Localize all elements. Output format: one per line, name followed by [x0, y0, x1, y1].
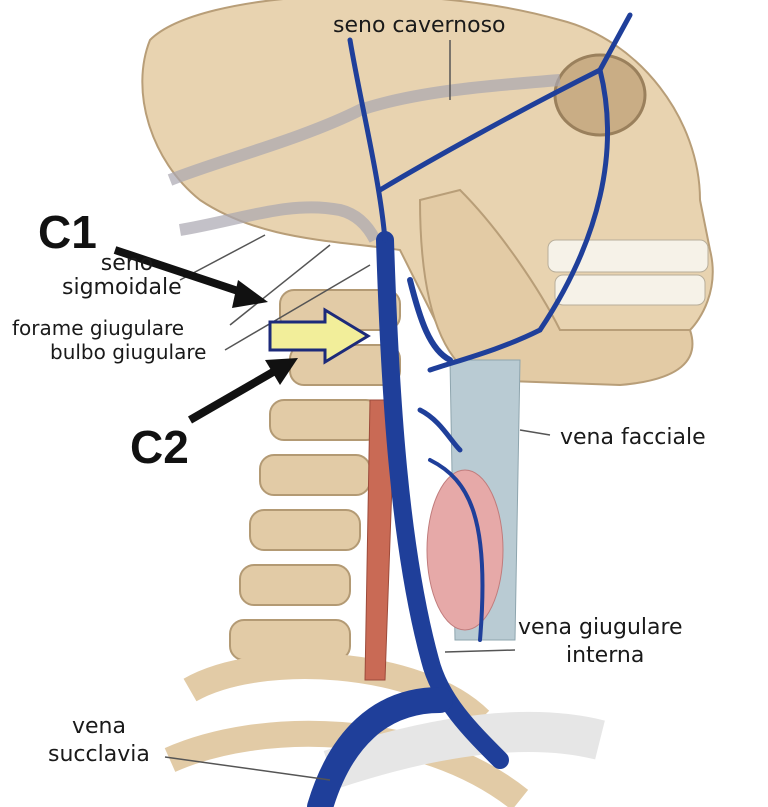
label-bulbo-giugulare: bulbo giugulare: [50, 340, 207, 364]
c2-arrow: [187, 358, 298, 424]
teeth: [547, 239, 709, 306]
dural-sinus: [167, 74, 561, 186]
label-seno-sigmoidale-1: seno: [100, 251, 154, 276]
bulbo-arrow: [268, 307, 371, 365]
label-vena-facciale: vena facciale: [560, 425, 706, 450]
cervical-spine: [229, 289, 401, 661]
veins: [307, 12, 633, 807]
label-seno-cavernoso: seno cavernoso: [333, 13, 506, 38]
label-vena-succlavia-2: succlavia: [48, 742, 150, 767]
sigmoid-sinus: [179, 201, 381, 243]
label-forame-giugulare: forame giugulare: [12, 316, 185, 340]
label-vena-succlavia-1: vena: [72, 714, 126, 739]
label-c2: C2: [130, 421, 189, 473]
label-seno-sigmoidale-2: sigmoidale: [62, 275, 182, 300]
mandible: [418, 188, 694, 387]
c1-arrow: [113, 246, 268, 308]
label-vena-giugulare-1: vena giugulare: [518, 615, 683, 640]
label-c1: C1: [38, 206, 97, 258]
label-vena-giugulare-2: interna: [566, 643, 645, 668]
